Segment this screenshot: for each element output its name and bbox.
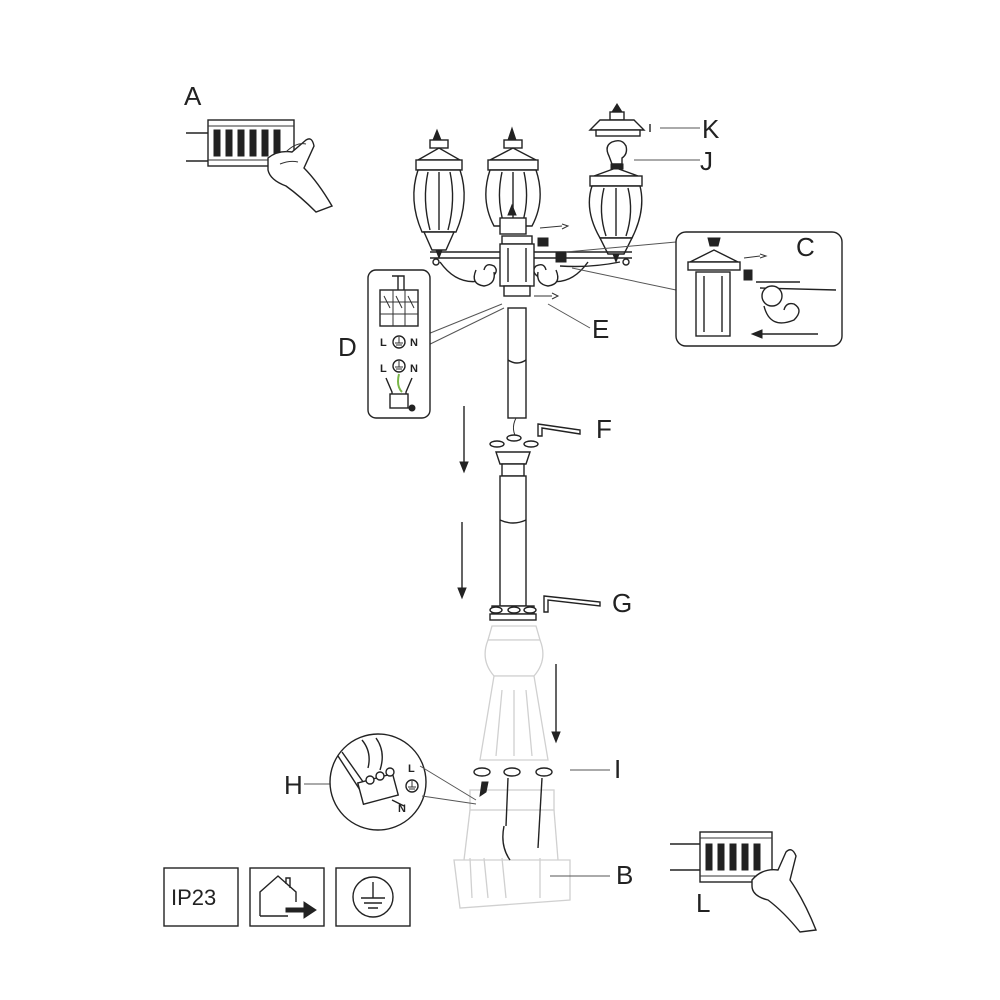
base-wiring-detail-h: H L N (284, 733, 477, 831)
arrow-left-icon (750, 329, 763, 339)
callout-label-k: K (702, 114, 720, 144)
wire-label-l2: L (380, 363, 387, 375)
upper-pole (507, 307, 527, 441)
foundation-b: B (550, 860, 633, 890)
fixing-screw-e: E (534, 292, 609, 344)
wire-label-l: L (380, 337, 387, 349)
lower-pole (495, 451, 531, 607)
hand-icon-l (751, 849, 817, 933)
base-plate-g: G (489, 588, 632, 621)
house-arrow-icon (259, 875, 297, 917)
central-hub (499, 235, 567, 297)
hand-icon-a (267, 138, 334, 213)
wiring-detail-d: D L N L N (338, 269, 505, 419)
ghost-base-column (453, 625, 571, 909)
callout-label-a: A (184, 81, 202, 111)
top-cap-k: K (588, 103, 720, 144)
lamp-head-center (485, 126, 570, 235)
scroll-detail-icon (763, 302, 800, 324)
earth-symbol-box (335, 867, 411, 927)
anchor-bolts-i: I (473, 754, 621, 861)
ip-rating-text: IP23 (171, 885, 216, 910)
arrow-down-icon (459, 461, 469, 474)
callout-label-d: D (338, 332, 357, 362)
lamp-head-left (413, 128, 465, 260)
scroll-left-icon (473, 269, 495, 287)
callout-label-c: C (796, 232, 815, 262)
assembly-arrows (457, 406, 561, 744)
callout-label-h: H (284, 770, 303, 800)
wire-label-l-h: L (408, 763, 415, 775)
callout-label-g: G (612, 588, 632, 618)
callout-label-l: L (696, 888, 710, 918)
arrow-down-icon (457, 587, 467, 600)
bulb-j: J (606, 139, 713, 176)
terminal-block-detail-l: L (670, 831, 817, 933)
outdoor-use-box (249, 867, 325, 927)
lamp-head-right (588, 167, 643, 264)
callout-label-e: E (592, 314, 609, 344)
arrow-down-icon (551, 731, 561, 744)
wire-label-n-h: N (398, 803, 406, 815)
callout-label-f: F (596, 414, 612, 444)
earth-wire-green (397, 373, 403, 393)
wire-label-n: N (410, 337, 418, 349)
terminal-screws-a (208, 125, 294, 161)
terminal-block-detail-a: A (184, 81, 334, 213)
protective-earth-icon (352, 876, 394, 918)
wire-label-n2: N (410, 363, 418, 375)
connection-detail-c: C (565, 231, 843, 347)
callout-label-j: J (700, 146, 713, 176)
callout-label-i: I (614, 754, 621, 784)
scroll-right-icon (537, 269, 559, 287)
flange-f: F (489, 414, 612, 448)
ip-rating-box: IP23 (163, 867, 239, 927)
callout-label-b: B (616, 860, 633, 890)
